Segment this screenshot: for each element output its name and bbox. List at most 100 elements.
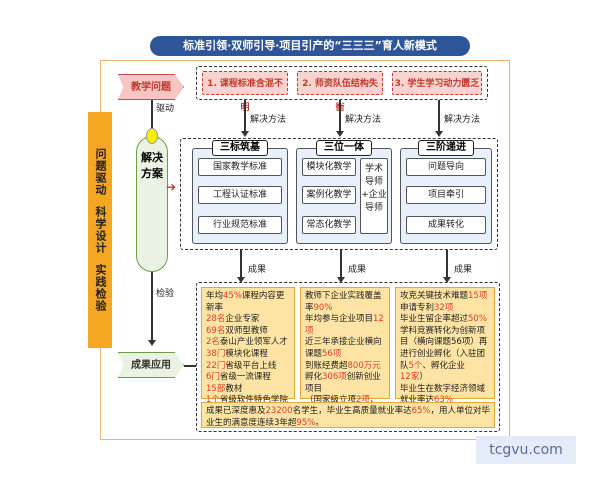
side-bar: 问题驱动 科学设计 实践检验 xyxy=(88,112,112,348)
result-line: 申请专利32项 xyxy=(400,303,453,313)
result-line: 攻克关键技术难题15项 xyxy=(400,291,487,301)
result-line-1 xyxy=(240,250,242,278)
side-bar-practice: 实践检验 xyxy=(94,264,107,312)
result-text: （国家级立项 xyxy=(305,395,357,406)
result-line: 学科竞赛转化为创新项目（横向课题56项）再进行创业孵化（入驻团队5个、孵化企业 xyxy=(400,326,487,371)
solution-capsule xyxy=(136,136,168,272)
highlight-value: 90% xyxy=(313,302,333,313)
solve-arrow-1-icon xyxy=(241,131,249,137)
result-column-2: 教师下企业实践覆盖率90%年均参与企业项目12项近三年承接企业横向课题56项到账… xyxy=(300,287,390,429)
highlight-value: 1个 xyxy=(206,395,220,406)
result-line: 毕业生在数字经济领域就业率达63% xyxy=(400,384,485,406)
result-summary: 成果已深度惠及23200名学生，毕业生高质量就业率达65%，用人单位对毕业生的满… xyxy=(201,402,495,428)
highlight-value: 32项 xyxy=(434,302,454,313)
arrow-right-icon: ➔ xyxy=(166,180,177,194)
result-text: 攻克关键技术难题 xyxy=(400,291,469,301)
result-app-connector xyxy=(184,365,196,367)
highlight-value: 45% xyxy=(223,291,242,301)
result-line: 年均参与企业项目12项 xyxy=(305,314,384,336)
solve-line-1 xyxy=(244,100,246,132)
check-label: 检验 xyxy=(156,289,175,299)
highlight-value: 15部 xyxy=(206,383,226,394)
highlight-value: 65% xyxy=(411,406,431,416)
column-1-item-1: 国家教学标准 xyxy=(198,158,282,176)
highlight-value: 56项 xyxy=(322,348,342,359)
result-text: 省级一流课程 xyxy=(219,372,271,383)
column-2-item-2: 案例化教学 xyxy=(302,186,356,204)
column-3-item-2: 项目牵引 xyxy=(406,186,486,204)
check-arrow-icon xyxy=(148,340,156,346)
column-1-item-2: 工程认证标准 xyxy=(198,186,282,204)
result-line: 教师下企业实践覆盖率90% xyxy=(305,291,382,313)
result-text: 模块化课程 xyxy=(225,348,268,359)
result-text: 申请专利 xyxy=(400,302,435,313)
flow-line-bottom xyxy=(151,272,153,342)
result-line-3 xyxy=(446,250,448,278)
result-text: 到账经费超 xyxy=(305,360,348,371)
result-line: 28名企业专家 xyxy=(206,314,259,324)
highlight-value: 12家 xyxy=(400,372,420,383)
result-line-2 xyxy=(340,250,342,278)
result-label-1: 成果 xyxy=(248,265,267,275)
column-2-item-3: 常态化教学 xyxy=(302,216,356,234)
result-text: 。 xyxy=(315,417,324,428)
result-label-3: 成果 xyxy=(454,265,473,275)
highlight-value: 5个 xyxy=(408,360,423,371)
result-line: 到账经费超800万元 xyxy=(305,361,381,371)
result-line: 12家） xyxy=(400,372,428,382)
teaching-problem-node: 教学问题 xyxy=(118,74,184,100)
problem-1: 1. 课程标准含混不明 xyxy=(202,71,288,113)
result-text: 省级平台上线 xyxy=(225,360,277,371)
result-text: 年均参与企业项目 xyxy=(305,314,374,325)
result-arrow-2-icon xyxy=(337,277,345,283)
result-arrow-1-icon xyxy=(237,277,245,283)
result-line: 毕业生留企率超过50% xyxy=(400,314,487,324)
highlight-value: 69名 xyxy=(206,325,226,336)
highlight-value: 23200 xyxy=(265,406,293,416)
result-line: 69名双师型教师 xyxy=(206,326,268,336)
result-label-2: 成果 xyxy=(348,265,367,275)
result-text: 学科竞赛转化为创新项目（横向课题56项）再进行创业孵化（入驻团队 xyxy=(400,325,488,371)
bulb-icon xyxy=(146,128,158,144)
highlight-value: 28名 xyxy=(206,314,226,325)
watermark: tcgvu.com xyxy=(476,436,576,464)
result-line: 近三年承接企业横向课题56项 xyxy=(305,337,382,359)
result-app-node: 成果应用 xyxy=(118,352,184,378)
result-text: 创新创业项目 xyxy=(305,372,381,394)
result-text: 课程内容更新率 xyxy=(206,291,285,313)
highlight-value: 2项 xyxy=(356,395,370,406)
highlight-value: 306项 xyxy=(322,372,347,383)
result-text: 、孵化企业 xyxy=(422,360,465,371)
side-bar-problem: 问题驱动 xyxy=(94,148,107,196)
problems-box xyxy=(196,66,488,100)
result-text: 孵化 xyxy=(305,372,323,383)
result-line: 6门省级一流课程 xyxy=(206,372,271,382)
solve-label-1: 解决方法 xyxy=(250,115,287,125)
solve-arrow-3-icon xyxy=(435,131,443,137)
flow-line-top xyxy=(151,100,153,136)
result-line: 38门模块化课程 xyxy=(206,349,268,359)
highlight-value: 63% xyxy=(434,395,453,406)
highlight-value: 95% xyxy=(296,417,316,428)
result-text: ） xyxy=(419,372,428,383)
column-3-title: 三阶递进 xyxy=(418,140,474,156)
highlight-value: 800万元 xyxy=(347,360,381,371)
result-text: 泰山产业领军人才 xyxy=(219,337,288,348)
column-2-title: 三位一体 xyxy=(316,140,372,156)
solve-arrow-2-icon xyxy=(336,131,344,137)
results-box xyxy=(196,282,500,432)
result-text: 企业专家 xyxy=(225,314,260,325)
solution-label: 解决方案 xyxy=(141,151,163,180)
column-1-item-3: 行业规范标准 xyxy=(198,216,282,234)
column-2-side-mentors: 学术导师+企业导师 xyxy=(360,158,388,234)
column-1-title: 三标筑基 xyxy=(212,140,268,156)
column-2-item-1: 模块化教学 xyxy=(302,158,356,176)
result-text: 毕业生留企率超过 xyxy=(400,314,469,325)
highlight-value: 15项 xyxy=(468,291,488,301)
result-line: 1个省级软件特色学院 xyxy=(206,395,288,405)
result-text: 年均 xyxy=(206,291,224,301)
result-text: 省级软件特色学院 xyxy=(219,395,288,406)
solutions-box xyxy=(180,138,498,250)
drive-label: 驱动 xyxy=(156,104,175,114)
